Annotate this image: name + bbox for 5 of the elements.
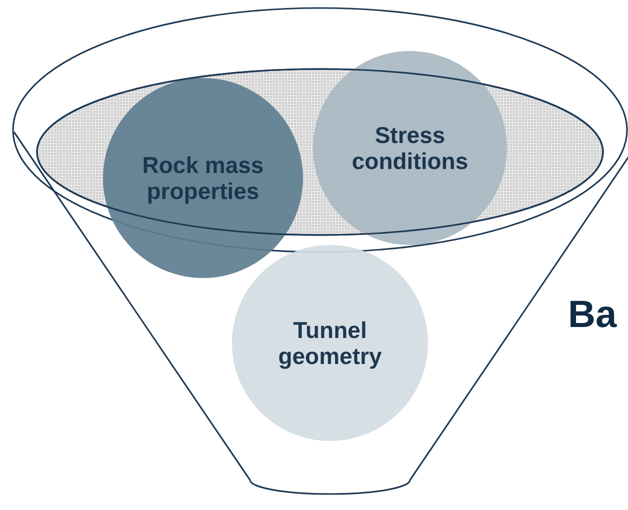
circle-label: Rock mass properties bbox=[141, 152, 265, 204]
heading-text: Ba bbox=[568, 294, 617, 337]
circle-label: Tunnel geometry bbox=[277, 316, 383, 370]
circle bbox=[313, 51, 507, 245]
circle-label: Stress conditions bbox=[350, 122, 470, 174]
